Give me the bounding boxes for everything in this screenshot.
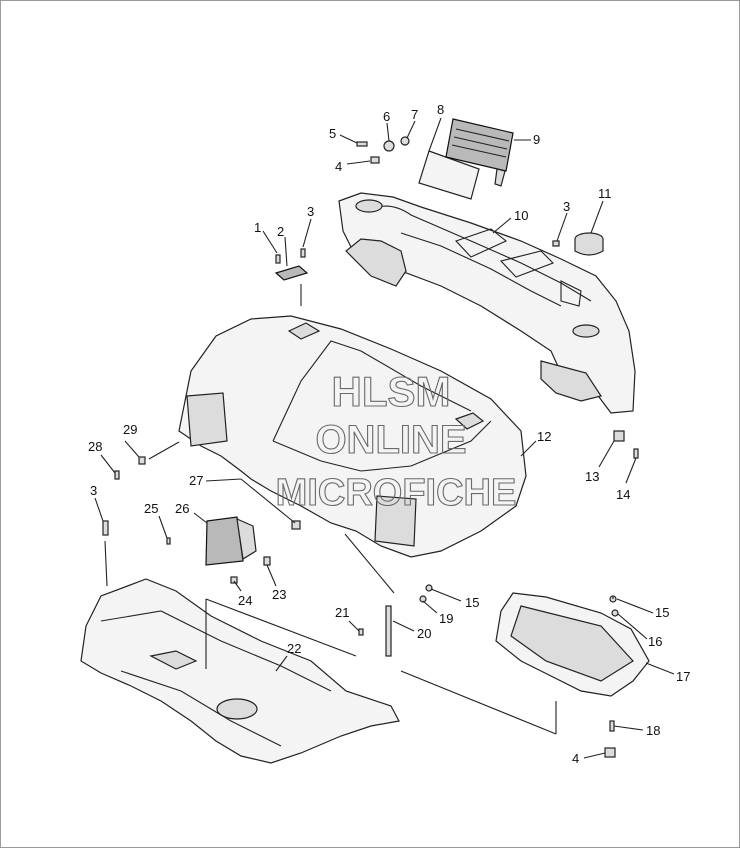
callout-27: 27 (189, 473, 203, 488)
callout-3-right: 3 (563, 199, 570, 214)
callout-15-center: 15 (465, 595, 479, 610)
watermark-line-3: MICROFICHE (276, 472, 517, 514)
callout-8: 8 (437, 102, 444, 117)
callout-15-right: 15 (655, 605, 669, 620)
callout-9: 9 (533, 132, 540, 147)
callout-16: 16 (648, 634, 662, 649)
callout-26: 26 (175, 501, 189, 516)
callout-4-top: 4 (335, 159, 342, 174)
part-8-seal (418, 150, 480, 200)
callout-3-upper: 3 (307, 204, 314, 219)
callout-18: 18 (646, 723, 660, 738)
watermark: HLSM ONLINE MICROFICHE (275, 367, 517, 514)
callout-4-bottom: 4 (572, 751, 579, 766)
callout-7: 7 (411, 107, 418, 122)
callout-19: 19 (439, 611, 453, 626)
callout-20: 20 (417, 626, 431, 641)
part-26-lamp (205, 516, 257, 566)
callouts: 5 6 7 8 9 4 1 2 3 10 3 11 12 13 14 29 28… (88, 102, 690, 766)
part-9-grille (445, 118, 514, 187)
part-12-body (178, 315, 527, 558)
callout-14: 14 (616, 487, 630, 502)
part-2-bracket (274, 265, 309, 281)
callout-2: 2 (277, 224, 284, 239)
callout-1: 1 (254, 220, 261, 235)
callout-24: 24 (238, 593, 252, 608)
callout-11: 11 (598, 186, 612, 201)
callout-17: 17 (676, 669, 690, 684)
part-10-rear-fender (338, 192, 636, 414)
leader-lines (104, 284, 614, 735)
part-11-cap (574, 232, 604, 256)
watermark-line-1: HLSM (332, 368, 451, 415)
callout-6: 6 (383, 109, 390, 124)
callout-12: 12 (537, 429, 551, 444)
watermark-line-2: ONLINE (315, 418, 466, 462)
callout-5: 5 (329, 126, 336, 141)
part-22-floor-panel (80, 578, 400, 764)
callout-21: 21 (335, 605, 349, 620)
callout-29: 29 (123, 422, 137, 437)
callout-28: 28 (88, 439, 102, 454)
callout-25: 25 (144, 501, 158, 516)
callout-22: 22 (287, 641, 301, 656)
callout-10: 10 (514, 208, 528, 223)
callout-3-left: 3 (90, 483, 97, 498)
part-17-tray (495, 592, 650, 697)
callout-13: 13 (585, 469, 599, 484)
callout-23: 23 (272, 587, 286, 602)
